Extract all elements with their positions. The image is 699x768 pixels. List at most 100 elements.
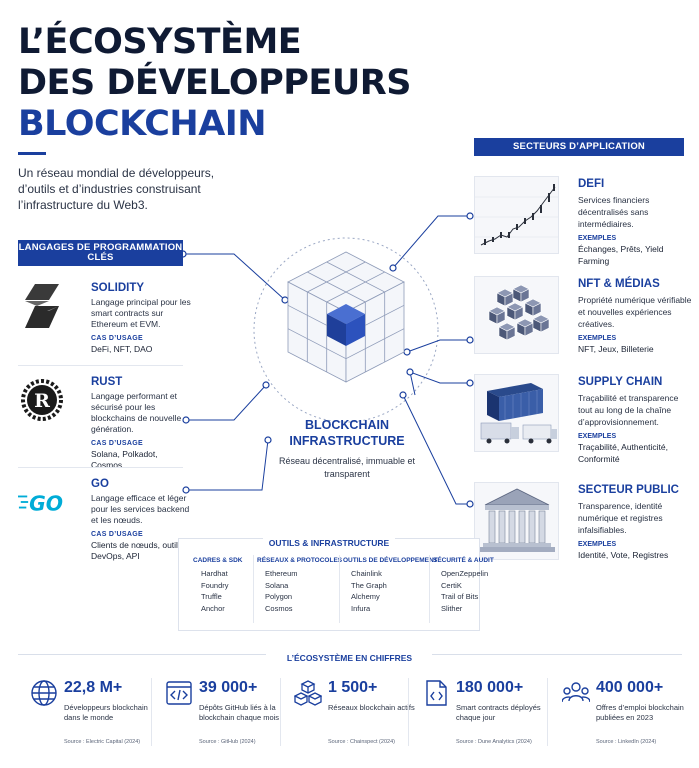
stat-source: Source : LinkedIn (2024)	[596, 739, 657, 745]
code-window-icon	[166, 681, 192, 705]
tools-item: Trail of Bits	[441, 592, 479, 601]
node-dot	[262, 381, 270, 389]
examples-label: EXEMPLES	[578, 335, 617, 342]
divider	[18, 365, 183, 366]
tools-item: Infura	[351, 603, 371, 613]
language-name: GO	[91, 478, 109, 490]
tools-column: SÉCURITÉ & AUDIT OpenZeppelin CertiK Tra…	[433, 557, 494, 614]
language-desc: Langage efficace et léger pour les servi…	[91, 493, 190, 525]
candlestick-chart-icon	[474, 176, 559, 254]
stat-item: 39 000+ Dépôts GitHub liés à la blockcha…	[165, 673, 300, 758]
divider	[432, 654, 682, 655]
language-desc: Langage principal pour les smart contrac…	[91, 297, 191, 329]
tools-column-title: RÉSEAUX & PROTOCOLES	[257, 557, 343, 564]
sector-examples: NFT, Jeux, Billeterie	[578, 344, 654, 354]
tools-item: CertiK	[441, 580, 462, 590]
hub-ring	[253, 237, 439, 423]
language-name: RUST	[91, 376, 123, 388]
node-dot	[182, 416, 190, 424]
language-desc: Langage performant et sécurisé pour les …	[91, 391, 182, 434]
tools-column-title: SÉCURITÉ & AUDIT	[433, 557, 494, 564]
connector-rust	[186, 384, 267, 421]
node-dot	[466, 336, 474, 344]
tools-column: RÉSEAUX & PROTOCOLES Ethereum Solana Pol…	[257, 557, 342, 614]
title-line-2: DES DÉVELOPPEURS	[18, 63, 411, 103]
divider	[151, 678, 152, 746]
examples-label: EXEMPLES	[578, 433, 617, 440]
stat-label: Offres d’emploi blockchain publiées en 2…	[596, 703, 684, 722]
stat-item: 1 500+ Réseaux blockchain actifs Source …	[294, 673, 429, 758]
node-dot	[389, 264, 397, 272]
languages-heading: LANGAGES DE PROGRAMMATION CLÉS	[18, 240, 183, 266]
tools-column-title: CADRES & SDK	[193, 557, 243, 564]
divider	[408, 678, 409, 746]
stat-value: 180 000+	[456, 679, 524, 696]
examples-label: EXEMPLES	[578, 541, 617, 548]
tools-column: OUTILS DE DÉVELOPPEMENT Chainlink The Gr…	[343, 557, 438, 614]
tools-item: Polygon	[265, 592, 293, 601]
tools-item: Slither	[441, 603, 463, 613]
tools-item: Truffle	[201, 592, 222, 601]
title-underline	[18, 152, 46, 155]
stat-label: Dépôts GitHub liés à la blockchain chaqu…	[199, 703, 280, 722]
stat-label: Smart contracts déployés chaque jour	[456, 703, 541, 722]
tools-item: Chainlink	[351, 569, 382, 578]
tools-item: Ethereum	[265, 569, 298, 578]
go-logo-text: GO	[29, 491, 63, 515]
solidity-icon	[18, 282, 66, 330]
sector-desc: Traçabilité et transparence tout au long…	[578, 393, 679, 427]
stat-value: 39 000+	[199, 679, 258, 696]
divider	[429, 555, 430, 623]
stats-heading: L’ÉCOSYSTÈME EN CHIFFRES	[286, 653, 413, 663]
container-truck-icon	[474, 374, 559, 452]
divider	[339, 555, 340, 623]
sector-examples: Échanges, Prêts, Yield Farming	[578, 244, 664, 266]
stat-source: Source : Electric Capital (2024)	[64, 739, 141, 745]
divider	[18, 467, 183, 468]
tools-panel: OUTILS & INFRASTRUCTURE CADRES & SDK Har…	[178, 538, 494, 631]
stat-item: 180 000+ Smart contracts déployés chaque…	[422, 673, 557, 758]
blockchain-cube-icon	[287, 251, 405, 383]
use-cases: Solana, Polkadot, Cosmos	[91, 449, 158, 470]
stat-source: Source : Chainspect (2024)	[328, 739, 395, 745]
connector-supply	[409, 371, 470, 396]
intro-text: Un réseau mondial de développeurs, d’out…	[18, 166, 215, 212]
tools-item: The Graph	[351, 580, 387, 590]
sector-desc: Transparence, identité numérique et regi…	[578, 501, 663, 535]
language-name: SOLIDITY	[91, 282, 145, 294]
node-dot	[466, 379, 474, 387]
cubes-icon	[474, 276, 559, 354]
divider	[18, 654, 266, 655]
tools-column: CADRES & SDK Hardhat Foundry Truffle Anc…	[193, 557, 242, 614]
sector-name: DEFI	[578, 178, 605, 190]
stat-value: 400 000+	[596, 679, 664, 696]
node-dot	[466, 500, 474, 508]
page-title: L’ÉCOSYSTÈME DES DÉVELOPPEURS BLOCKCHAIN	[18, 22, 411, 145]
use-cases: DeFi, NFT, DAO	[91, 344, 153, 354]
use-case-label: CAS D’USAGE	[91, 440, 143, 447]
sectors-heading: SECTEURS D’APPLICATION	[474, 138, 684, 156]
connector-public	[402, 394, 470, 505]
go-icon: GO	[18, 478, 66, 526]
tools-item: Hardhat	[201, 569, 228, 578]
center-desc: Réseau décentralisé, immuable et transpa…	[278, 456, 416, 479]
government-building-icon	[474, 482, 559, 560]
tools-heading: OUTILS & INFRASTRUCTURE	[262, 538, 396, 548]
sector-name: SUPPLY CHAIN	[578, 376, 663, 388]
sector-examples: Identité, Vote, Registres	[578, 550, 669, 560]
node-dot	[399, 391, 407, 399]
node-dot	[182, 486, 190, 494]
stat-item: 22,8 M+ Développeurs blockchain dans le …	[30, 673, 165, 758]
stat-label: Réseaux blockchain actifs	[328, 703, 415, 712]
tools-column-title: OUTILS DE DÉVELOPPEMENT	[343, 557, 438, 564]
sector-examples: Traçabilité, Authenticité, Conformité	[578, 442, 668, 464]
tools-item: OpenZeppelin	[441, 569, 489, 578]
tools-item: Alchemy	[351, 592, 380, 601]
title-line-1: L’ÉCOSYSTÈME	[18, 22, 302, 62]
connector-solidity	[183, 253, 286, 301]
connector-go	[186, 439, 269, 491]
examples-label: EXEMPLES	[578, 235, 617, 242]
tools-item: Cosmos	[265, 603, 293, 613]
node-dot	[403, 348, 411, 356]
